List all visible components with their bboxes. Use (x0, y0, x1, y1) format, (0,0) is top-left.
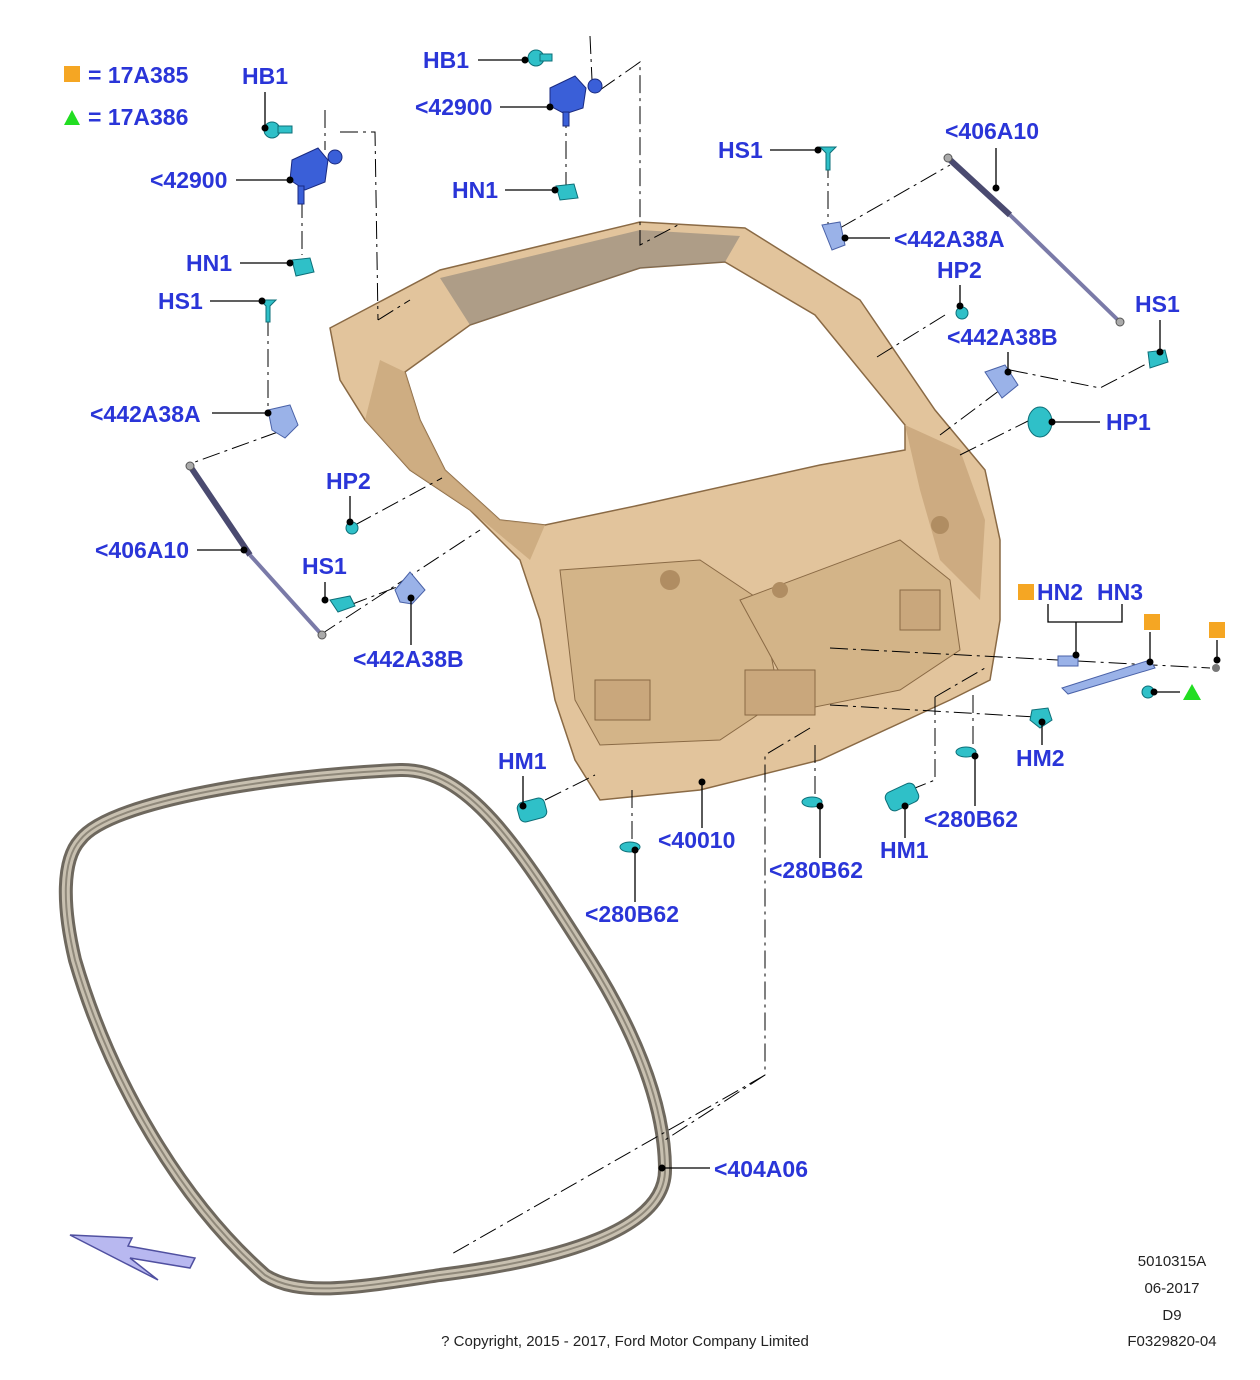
clip-280b62-c (955, 746, 977, 758)
callout-hs1-right: HS1 (1135, 291, 1180, 317)
callout-hs1-left-top: HS1 (158, 288, 203, 314)
bolt-hb1-left (263, 121, 293, 139)
striker-bracket (1061, 659, 1156, 695)
leader-lines (197, 56, 1221, 1172)
nut-hn2-hn3 (1057, 655, 1079, 667)
callout-280b62-b: <280B62 (769, 857, 863, 883)
copyright: ? Copyright, 2015 - 2017, Ford Motor Com… (441, 1333, 809, 1350)
callout-hs1-right-top: HS1 (718, 137, 763, 163)
striker-square-symbol (1144, 614, 1160, 630)
stud-square-symbol (1209, 622, 1225, 638)
callout-hn1-top: HN1 (452, 177, 498, 203)
callout-hn2: HN2 (1037, 579, 1083, 605)
bracket-442a38a-left (267, 404, 299, 439)
callout-hn1-left: HN1 (186, 250, 232, 276)
callout-442a38b-left: <442A38B (353, 646, 464, 672)
callout-hp2-right: HP2 (937, 257, 982, 283)
callout-40010: <40010 (658, 827, 735, 853)
callout-404a06: <404A06 (714, 1156, 808, 1182)
callout-labels: HB1 <42900 HN1 HS1 <442A38A <406A10 HP2 … (90, 47, 1180, 1182)
plug-hp1 (1027, 406, 1053, 438)
callout-hb1-left: HB1 (242, 63, 288, 89)
nut-hn1-left (291, 257, 315, 277)
illustration-id: 5010315A (1138, 1253, 1206, 1270)
liftgate-panel (329, 221, 1001, 801)
latch-42900-top (549, 75, 603, 127)
callout-406a10-right: <406A10 (945, 118, 1039, 144)
view-direction-arrow (69, 1234, 197, 1281)
bolt-hb1-top (527, 49, 553, 67)
callout-hm2: HM2 (1016, 745, 1065, 771)
strut-406a10-right (943, 153, 1125, 327)
footer: 5010315A 06-2017 D9 F0329820-04 ? Copyri… (441, 1253, 1216, 1350)
callout-hm1-left: HM1 (498, 748, 547, 774)
callout-406a10-left: <406A10 (95, 537, 189, 563)
stud-square (1212, 664, 1220, 672)
bracket-442a38a-right (821, 221, 846, 251)
assembly-lines (194, 35, 1211, 1256)
bracket-442a38b-right (984, 364, 1019, 399)
strut-406a10-left (185, 461, 327, 640)
bumper-hm1-left (516, 797, 548, 823)
callout-hn3: HN3 (1097, 579, 1143, 605)
callout-442a38b-right: <442A38B (947, 324, 1058, 350)
callout-hm1-right: HM1 (880, 837, 929, 863)
callout-42900-top: <42900 (415, 94, 492, 120)
bracket-442a38b-left (394, 571, 426, 605)
callout-280b62-a: <280B62 (585, 901, 679, 927)
callout-hb1-top: HB1 (423, 47, 469, 73)
illustration-code: D9 (1162, 1307, 1181, 1324)
screw-hs1-left-bottom (329, 595, 356, 613)
screw-hs1-left-top (258, 299, 278, 323)
latch-42900-left (289, 147, 343, 205)
weatherstrip-seal (58, 762, 673, 1296)
bolt-triangle-symbol (1183, 684, 1201, 700)
bumper-hm1-right (884, 782, 920, 812)
callout-42900-left: <42900 (150, 167, 227, 193)
nut-hn1-top (555, 183, 579, 201)
legend-square-symbol (64, 66, 80, 82)
callout-280b62-c: <280B62 (924, 806, 1018, 832)
legend-triangle-label: = 17A386 (88, 104, 188, 130)
legend-square-label: = 17A385 (88, 62, 189, 88)
legend-triangle-symbol (64, 110, 80, 125)
screw-hs1-right-top (818, 146, 838, 171)
callout-hp1: HP1 (1106, 409, 1151, 435)
figure-id: F0329820-04 (1127, 1333, 1216, 1350)
note-symbols (1018, 584, 1225, 700)
hn2-square-symbol (1018, 584, 1034, 600)
parts (185, 49, 1220, 853)
legend: = 17A385 = 17A386 (64, 62, 189, 130)
callout-hp2-left: HP2 (326, 468, 371, 494)
callout-442a38a-left: <442A38A (90, 401, 201, 427)
illustration-date: 06-2017 (1144, 1280, 1199, 1297)
callout-442a38a-right: <442A38A (894, 226, 1005, 252)
callout-hs1-left-bottom: HS1 (302, 553, 347, 579)
bumper-hm2 (1029, 707, 1053, 729)
